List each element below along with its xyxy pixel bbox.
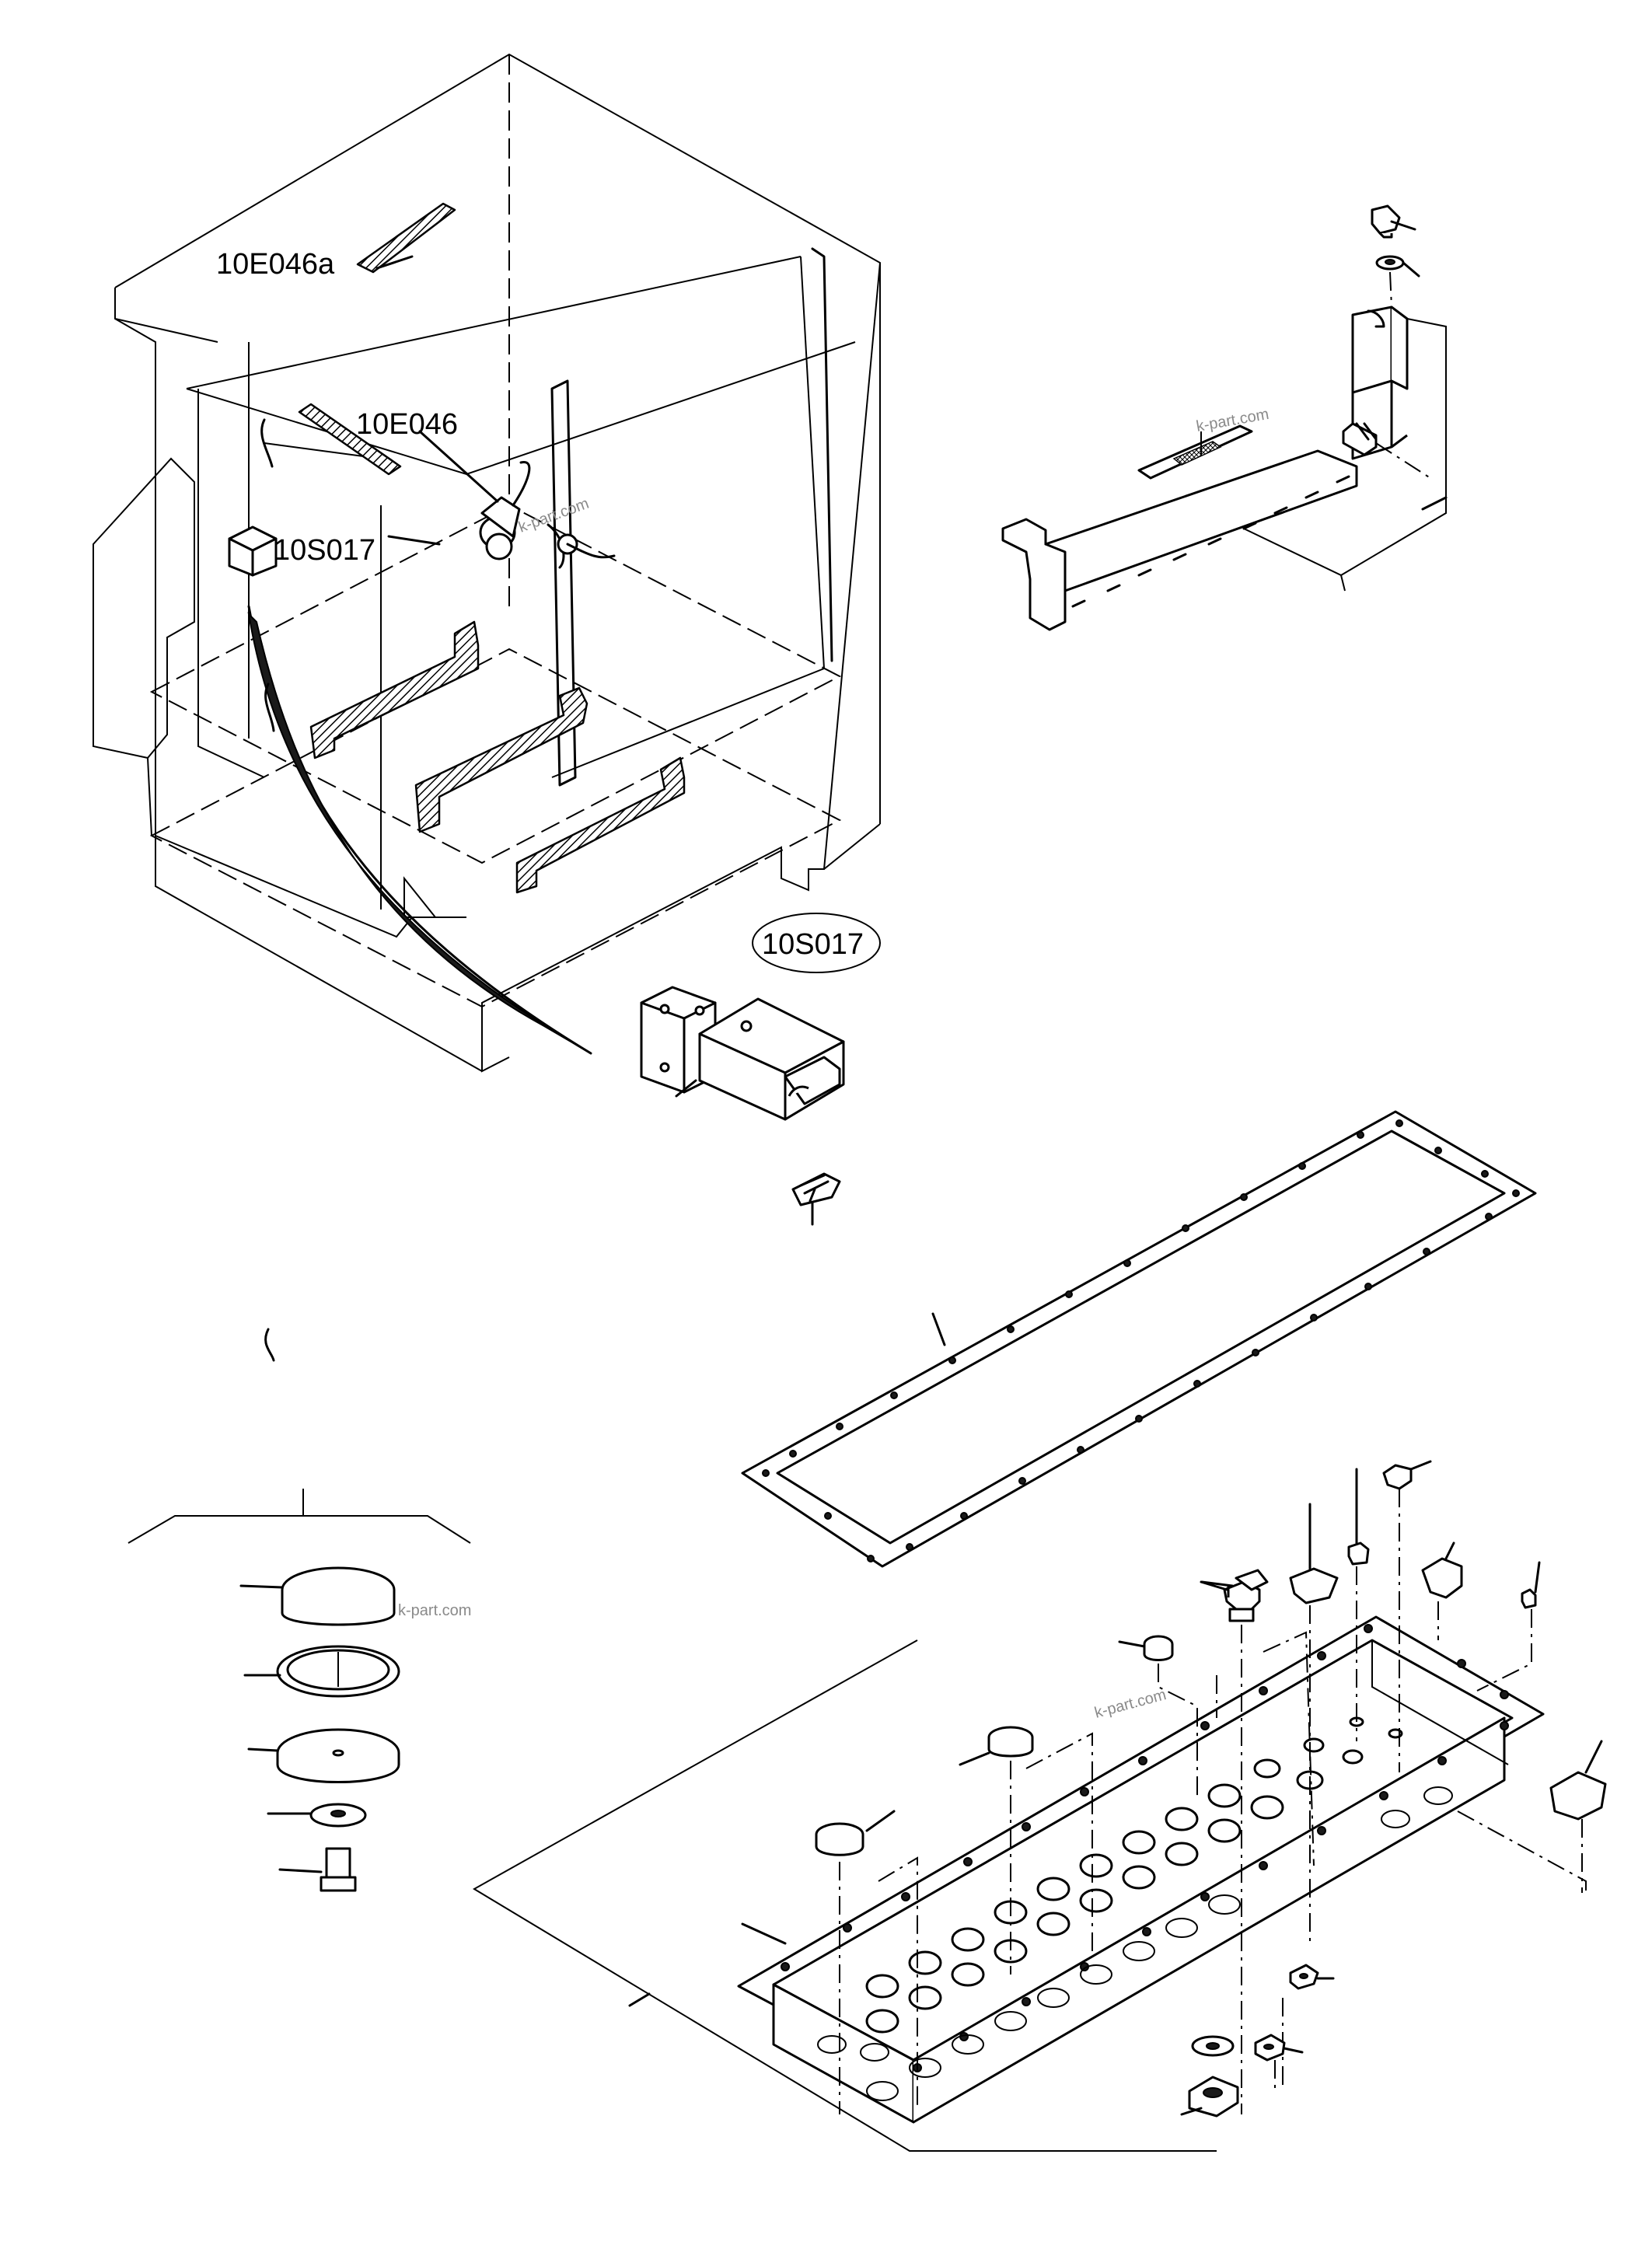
inner-frame xyxy=(186,247,856,910)
tray-fasteners xyxy=(1180,1964,1335,2118)
label-sensor-bracket-upper: 10E046a xyxy=(216,248,335,281)
bracket-slots xyxy=(1071,475,1350,608)
switch-detail-callout xyxy=(752,913,881,973)
cap-assembly: k-part.com xyxy=(127,1489,471,1892)
switch-box-small xyxy=(228,525,278,577)
watermark: k-part.com xyxy=(1093,1686,1168,1722)
watermark: k-part.com xyxy=(398,1602,471,1619)
label-switch: 10S017 xyxy=(274,534,375,567)
assembly-lines xyxy=(839,1489,1587,2114)
label-switch-detail: 10S017 xyxy=(762,928,864,961)
tray-assembly xyxy=(473,1460,1607,2152)
tray-floor-holes xyxy=(817,1716,1453,2101)
upper-bracket-assembly xyxy=(1001,204,1448,631)
gasket-holes xyxy=(762,1119,1520,1562)
label-sensor-bracket: 10E046 xyxy=(356,408,458,441)
gasket xyxy=(741,1110,1537,1568)
cable xyxy=(247,418,592,1362)
sensor-assembly xyxy=(479,461,616,569)
switch-detail xyxy=(640,913,881,1226)
machine-housing xyxy=(93,53,882,1073)
tray-rim-holes xyxy=(781,1624,1509,2072)
sensor-bracket-upper xyxy=(356,202,456,274)
tray-plugs xyxy=(815,1460,1607,1856)
sensor-bracket xyxy=(298,403,402,476)
mounting-brackets xyxy=(309,620,686,894)
